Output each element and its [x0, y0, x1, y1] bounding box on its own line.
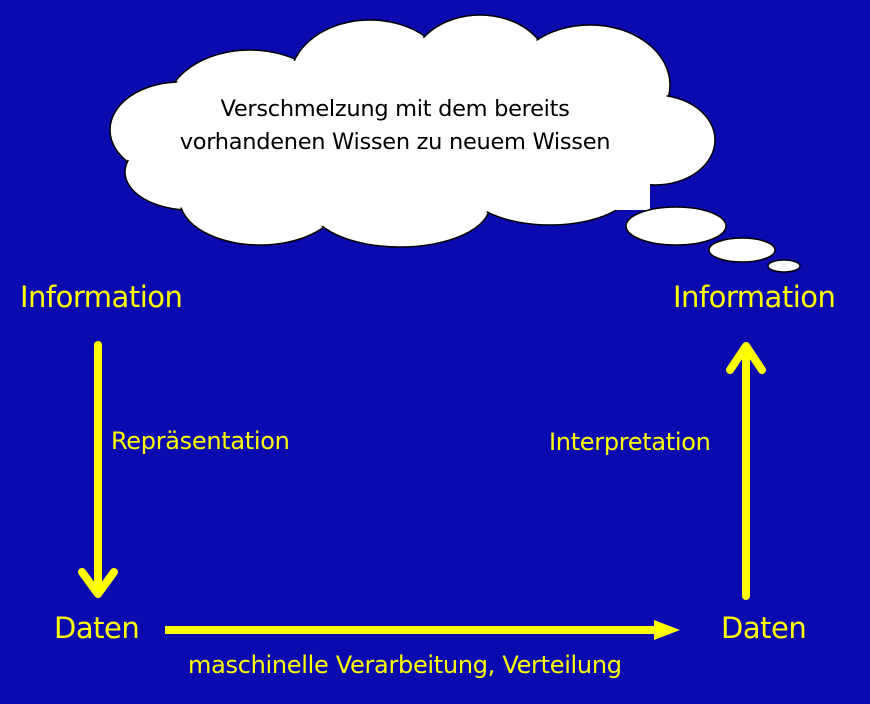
node-information-left: Information — [20, 280, 183, 314]
node-information-right: Information — [673, 280, 836, 314]
thought-bubbles — [625, 206, 801, 273]
cloud-text-line-2: vorhandenen Wissen zu neuem Wissen — [179, 129, 611, 155]
node-data-right: Daten — [721, 611, 807, 645]
thought-bubble-small — [767, 259, 801, 273]
cloud-text: Verschmelzung mit dem bereits vorhandene… — [150, 93, 640, 159]
arrow-interpretation — [726, 342, 766, 600]
node-data-left: Daten — [54, 611, 140, 645]
thought-cloud-fill — [112, 17, 713, 245]
edge-label-representation: Repräsentation — [111, 427, 290, 455]
cloud-text-line-1: Verschmelzung mit dem bereits — [220, 96, 570, 122]
edge-label-processing: maschinelle Verarbeitung, Verteilung — [188, 651, 622, 679]
arrow-processing — [165, 620, 680, 640]
edge-label-interpretation: Interpretation — [549, 428, 711, 456]
thought-bubble-medium — [708, 237, 776, 263]
arrow-representation — [78, 341, 118, 598]
thought-bubble-large — [625, 206, 727, 246]
